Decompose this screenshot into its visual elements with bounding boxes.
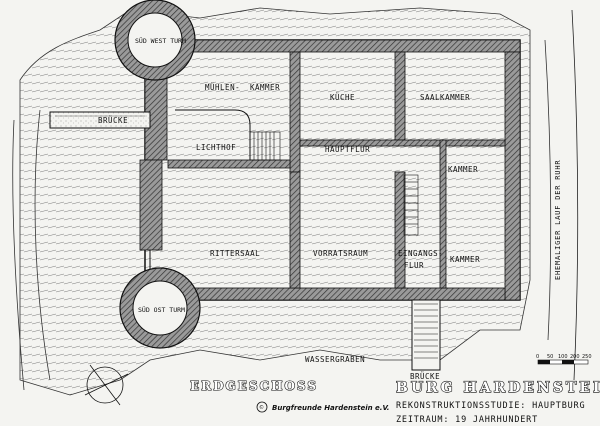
label-bruecke-west: BRÜCKE — [98, 116, 128, 125]
label-saalkammer: SAALKAMMER — [420, 93, 470, 102]
passage-curve — [175, 109, 251, 160]
period: ZEITRAUM: 19 JAHRHUNDERT — [396, 415, 538, 425]
walls — [139, 39, 521, 301]
staircase-eingang — [403, 174, 419, 236]
compass-icon — [84, 364, 129, 406]
label-hauptflur: HAUPTFLUR — [325, 145, 370, 154]
subtitle: REKONSTRUKTIONSSTUDIE: HAUPTBURG — [396, 401, 585, 411]
scale-ticks: 0 50 100 200 250 — [536, 354, 592, 360]
scale-bar — [537, 359, 589, 365]
label-eingangs: EINGANGS- — [398, 249, 443, 258]
label-sued-west-turm: SÜD WEST TURM — [135, 36, 186, 45]
scale-tick-50: 50 — [547, 354, 553, 360]
room-labels: SÜD WEST TURM BRÜCKE MÜHLEN- KAMMER KÜCH… — [98, 36, 480, 381]
embankment — [12, 7, 552, 396]
label-bruecke-south: BRÜCKE — [410, 372, 440, 381]
label-kammer-muehlen: KAMMER — [250, 83, 280, 92]
copyright-symbol: © — [259, 404, 264, 411]
label-rittersaal: RITTERSAAL — [210, 249, 260, 258]
label-flur: FLUR — [404, 261, 424, 270]
bridge-west — [49, 111, 151, 129]
label-wassergraben: WASSERGRABEN — [305, 355, 365, 364]
credit: © Burgfreunde Hardenstein e.V. — [256, 401, 389, 413]
scale-tick-100: 100 — [558, 354, 568, 360]
copyright-icon — [256, 401, 268, 413]
label-kammer-lower: KAMMER — [450, 255, 480, 264]
label-kueche: KÜCHE — [330, 93, 355, 102]
tower-southeast — [119, 267, 201, 349]
river-ruhr: EHEMALIGER LAUF DER RUHR — [554, 9, 579, 381]
label-vorratsraum: VORRATSRAUM — [313, 249, 368, 258]
bridge-south — [411, 299, 441, 371]
label-sued-ost-turm: SÜD OST TURM — [138, 305, 185, 314]
tower-southwest — [114, 0, 196, 81]
scale-tick-0: 0 — [536, 354, 539, 360]
castle-title: BURG HARDENSTEIN — [396, 380, 600, 396]
credit-text: Burgfreunde Hardenstein e.V. — [272, 404, 389, 412]
label-kammer-upper: KAMMER — [448, 165, 478, 174]
river-label: EHEMALIGER LAUF DER RUHR — [554, 160, 562, 280]
scale-tick-250: 250 — [582, 354, 592, 360]
scale-tick-200: 200 — [570, 354, 580, 360]
label-lichthof: LICHTHOF — [196, 143, 236, 152]
staircase-lichthof — [249, 131, 281, 161]
floor-title: ERDGESCHOSS — [190, 379, 318, 393]
label-muehlen: MÜHLEN- — [205, 83, 240, 92]
